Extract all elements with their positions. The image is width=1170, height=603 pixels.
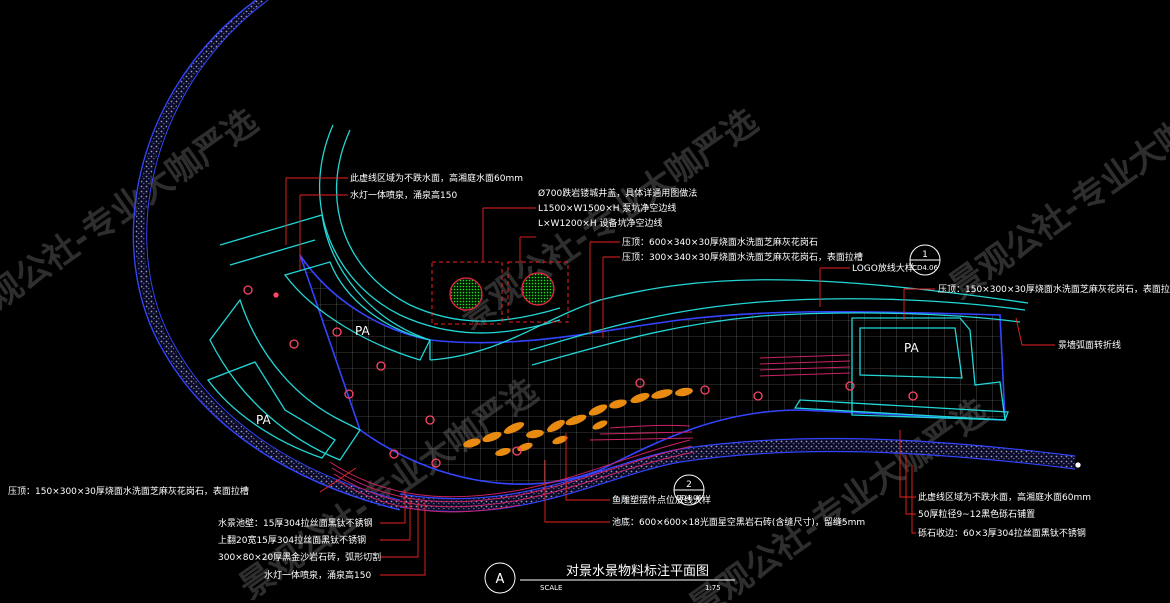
callout-edge-stone: 300×80×20厚黑金沙岩石砖，弧形切割 bbox=[218, 551, 381, 563]
title-block: A 对景水景物料标注平面图 SCALE 1:75 bbox=[484, 562, 735, 594]
callout-pool-wall: 水景池壁：15厚304拉丝面黑钛不锈钢 bbox=[218, 517, 373, 529]
detail-ref-number: 2 bbox=[686, 480, 692, 490]
pump-pits bbox=[431, 261, 569, 325]
callout-labels: 此虚线区域为不跌水面，高湘庭水面60mm 水灯一体喷泉，涌泉高150 Ø700跌… bbox=[8, 172, 1170, 581]
outer-gravel-arc bbox=[135, 0, 402, 510]
pa-label: PA bbox=[904, 341, 919, 355]
callout-logo: LOGO放线大样 bbox=[852, 262, 914, 274]
callout-pump-pit: L1500×W1500×H 泵坑净空边线 bbox=[538, 202, 676, 214]
callout-no-overflow-bottom: 此虚线区域为不跌水面，高湘庭水面60mm bbox=[918, 491, 1091, 503]
watermark-text-5: 景观公社-专业大咖严选 bbox=[942, 71, 1170, 307]
callout-gravel: 50厚粒径9~12黑色砾石铺置 bbox=[918, 508, 1035, 520]
cyan-walls bbox=[206, 124, 1029, 461]
callout-fountain-bottom: 水灯一体喷泉，涌泉高150 bbox=[264, 569, 371, 581]
pa-label: PA bbox=[355, 324, 370, 338]
scale-value: 1:75 bbox=[705, 584, 721, 592]
detail-ref-1: 1 CD4.06 bbox=[909, 244, 941, 276]
fish-sculptures bbox=[463, 387, 693, 456]
drain-cover-icon bbox=[449, 277, 483, 311]
callout-coping-600: 压顶：600×340×30厚烧面水洗面芝麻灰花岗石 bbox=[622, 236, 818, 248]
pa-label: PA bbox=[256, 413, 271, 427]
callout-coping-150-right: 压顶：150×300×30厚烧面水洗面芝麻灰花岗石，表面拉槽 bbox=[938, 283, 1170, 295]
callout-fish-layout: 鱼雕塑摆件点位放线大样 bbox=[612, 494, 711, 506]
scale-label: SCALE bbox=[540, 584, 562, 592]
stone-edge-bands bbox=[329, 354, 851, 513]
detail-ref-number: 1 bbox=[922, 250, 928, 260]
detail-ref-2: 2 CD4.06 bbox=[673, 474, 705, 506]
callout-pool-floor: 池底：600×600×18光面星空黑岩石砖(含缝尺寸)，留缝5mm bbox=[612, 516, 865, 528]
callout-wall-fold-line: 景墙弧面转折线 bbox=[1058, 339, 1121, 351]
callout-equipment-pit: L×W1200×H 设备坑净空边线 bbox=[538, 217, 663, 229]
callout-fountain-top: 水灯一体喷泉，涌泉高150 bbox=[350, 189, 457, 201]
callout-coping-150-left: 压顶：150×300×30厚烧面水洗面芝麻灰花岗石，表面拉槽 bbox=[8, 485, 249, 497]
callout-coping-300: 压顶：300×340×30厚烧面水洗面芝麻灰花岗石，表面拉槽 bbox=[622, 251, 863, 263]
detail-ref-sheet: CD4.06 bbox=[912, 264, 938, 272]
drain-cover-icon bbox=[521, 272, 555, 306]
drawing-letter: A bbox=[496, 572, 505, 587]
leader-lines bbox=[285, 177, 1055, 576]
watermark-text-1: 景观公社-专业大咖严选 bbox=[0, 101, 265, 337]
callout-no-overflow-top: 此虚线区域为不跌水面，高湘庭水面60mm bbox=[350, 172, 523, 184]
drawing-title: 对景水景物料标注平面图 bbox=[566, 564, 709, 579]
detail-ref-sheet: CD4.06 bbox=[676, 494, 702, 502]
callout-drain-cover: Ø700跌岩镂城井盖，具体详通用图做法 bbox=[538, 187, 697, 199]
callout-upturn: 上翻20宽15厚304拉丝面黑钛不锈钢 bbox=[218, 534, 366, 546]
fountain-light-icons bbox=[243, 285, 1081, 468]
callout-gravel-edge: 砾石收边：60×3厚304拉丝面黑钛不锈钢 bbox=[918, 527, 1086, 539]
